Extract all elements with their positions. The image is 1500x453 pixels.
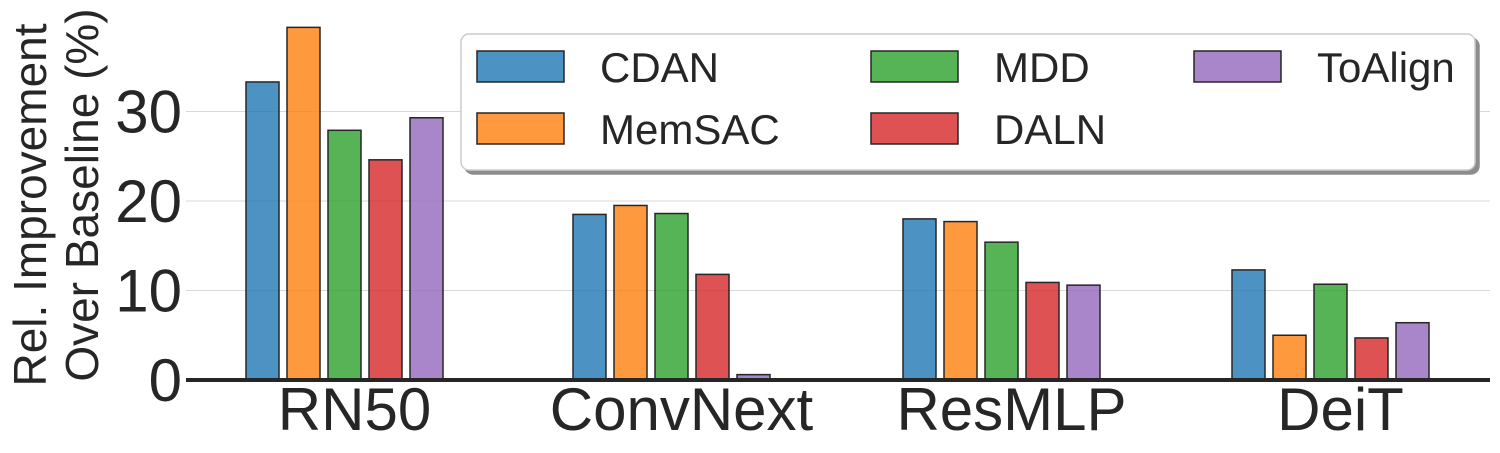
legend-swatch-toalign — [1193, 50, 1282, 83]
x-tick-label: ConvNext — [550, 376, 814, 443]
bar-mdd-convnext — [654, 212, 689, 381]
legend-swatch-memsac — [476, 112, 565, 145]
y-axis-label-line1: Rel. Improvement — [4, 23, 56, 386]
legend-swatch-cdan — [476, 50, 565, 83]
bar-daln-resmlp — [1025, 281, 1060, 381]
bar-memsac-rn50 — [286, 26, 321, 381]
legend-swatch-mdd — [870, 50, 959, 83]
bar-cdan-resmlp — [902, 218, 937, 381]
bar-cdan-rn50 — [245, 81, 280, 381]
bar-mdd-rn50 — [327, 129, 362, 381]
bar-memsac-convnext — [613, 204, 648, 381]
bar-mdd-deit — [1313, 283, 1348, 381]
legend-swatch-daln — [870, 112, 959, 145]
x-tick-label: RN50 — [278, 376, 431, 443]
y-tick-labels: 0 10 20 30 — [115, 79, 182, 415]
bar-daln-deit — [1354, 337, 1389, 381]
legend-label-memsac: MemSAC — [600, 106, 780, 153]
bar-daln-rn50 — [368, 159, 403, 381]
legend-label-toalign: ToAlign — [1317, 44, 1455, 91]
x-tick-label: ResMLP — [896, 376, 1126, 443]
bar-cdan-deit — [1231, 269, 1266, 381]
bars — [245, 26, 1430, 381]
legend: CDAN MemSAC MDD DALN ToAlign — [460, 33, 1476, 171]
bar-toalign-deit — [1395, 321, 1430, 381]
legend-label-mdd: MDD — [994, 44, 1090, 91]
y-tick-label: 0 — [149, 347, 182, 414]
bar-toalign-rn50 — [409, 117, 444, 381]
bar-cdan-convnext — [572, 213, 607, 381]
x-tick-label: DeiT — [1277, 376, 1404, 443]
bar-memsac-resmlp — [943, 220, 978, 381]
y-tick-label: 10 — [115, 258, 182, 325]
legend-label-cdan: CDAN — [600, 44, 719, 91]
y-axis-label-line2: Over Baseline (%) — [56, 8, 108, 381]
legend-label-daln: DALN — [994, 106, 1106, 153]
bar-memsac-deit — [1272, 334, 1307, 381]
x-tick-labels: RN50 ConvNext ResMLP DeiT — [278, 376, 1404, 443]
bar-mdd-resmlp — [984, 241, 1019, 381]
bar-toalign-resmlp — [1066, 284, 1101, 381]
bar-daln-convnext — [695, 273, 730, 381]
y-tick-label: 30 — [115, 79, 182, 146]
y-tick-label: 20 — [115, 168, 182, 235]
